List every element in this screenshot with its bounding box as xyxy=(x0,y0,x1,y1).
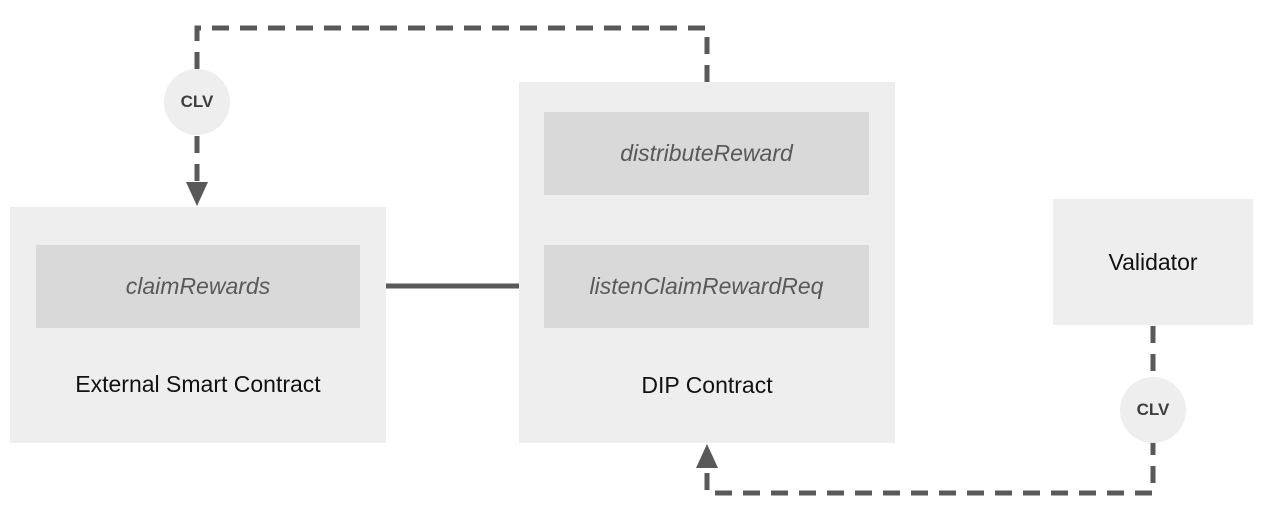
dashed-connector-dip-to-external xyxy=(194,25,710,185)
listen-claim-reward-req-function: listenClaimRewardReq xyxy=(544,245,869,328)
distribute-reward-function: distributeReward xyxy=(544,112,869,195)
dip-contract-node: distributeReward listenClaimRewardReq DI… xyxy=(519,82,895,443)
claim-rewards-function: claimRewards xyxy=(36,245,360,328)
dip-contract-label: DIP Contract xyxy=(641,372,773,398)
validator-node: Validator xyxy=(1053,199,1253,325)
clv-badge-bottom: CLV xyxy=(1120,377,1186,443)
dashed-connector-validator-to-dip xyxy=(704,326,1156,496)
external-smart-contract-node: claimRewards External Smart Contract xyxy=(10,207,386,443)
arrowhead-up-to-dip xyxy=(696,444,718,468)
arrowhead-down-to-external xyxy=(186,182,208,206)
clv-badge-top: CLV xyxy=(164,69,230,135)
external-smart-contract-label: External Smart Contract xyxy=(75,371,321,397)
validator-label: Validator xyxy=(1108,248,1198,275)
